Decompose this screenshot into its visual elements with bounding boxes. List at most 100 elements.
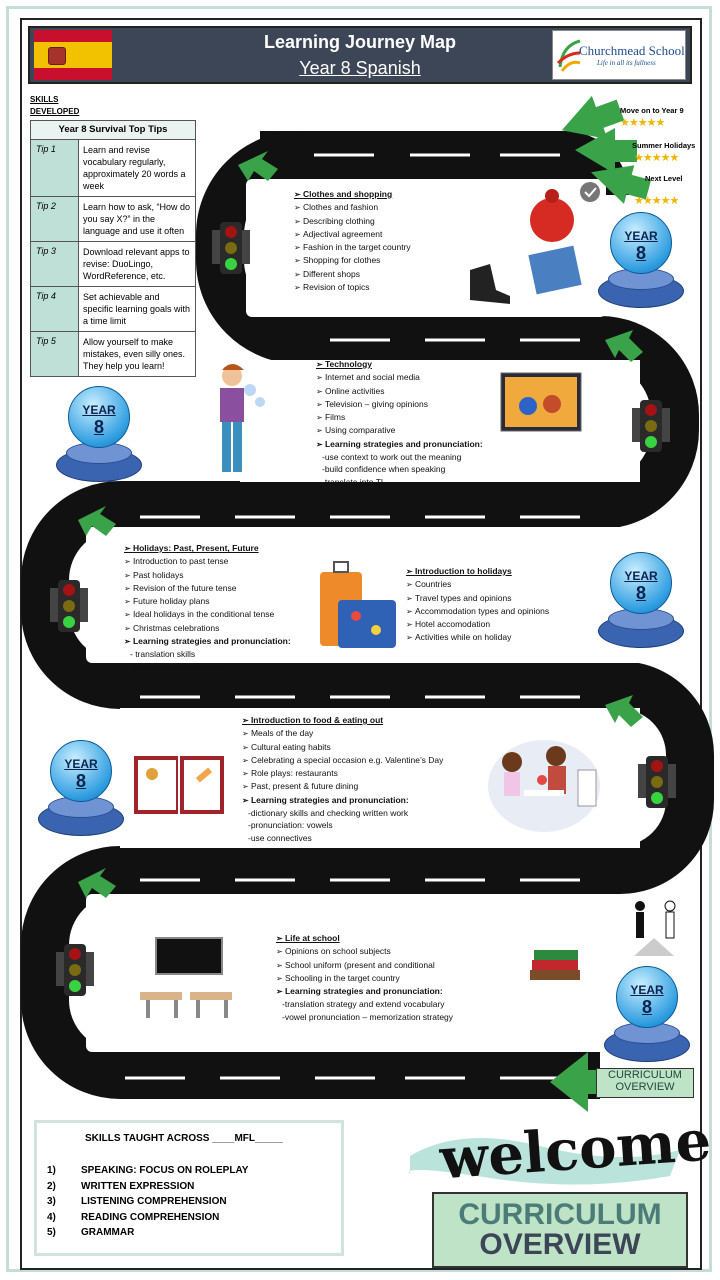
- strategy-item: -use context to work out the meaning: [322, 452, 462, 463]
- boy-phone-illustration: [220, 364, 265, 472]
- co-big-line2: OVERVIEW: [479, 1228, 641, 1261]
- menu-illustration: [134, 756, 224, 814]
- tip-text: Allow yourself to make mistakes, even si…: [83, 337, 186, 371]
- curriculum-overview-small: CURRICULUM OVERVIEW: [596, 1068, 694, 1098]
- unit-item: Meals of the day: [242, 727, 443, 740]
- tip-text: Learn and revise vocabulary regularly, a…: [83, 145, 186, 191]
- traffic-light-icon: [638, 756, 676, 808]
- skills-developed-label: SKILLS DEVELOPED: [30, 95, 80, 116]
- tip-label: Tip 4: [31, 287, 79, 331]
- unit-item: Celebrating a special occasion e.g. Vale…: [242, 754, 443, 767]
- unit-item: Describing clothing: [294, 215, 411, 228]
- traffic-light-icon: [212, 222, 250, 274]
- unit-item: Future holiday plans: [124, 595, 291, 608]
- strategy-item: -use connectives: [248, 832, 312, 843]
- strategies-heading: Learning strategies and pronunciation:: [124, 635, 291, 648]
- unit-item: Christmas celebrations: [124, 622, 291, 635]
- milestone-next-level: Next Level: [645, 174, 683, 183]
- tip-label: Tip 5: [31, 332, 79, 376]
- skill-item: 5)GRAMMAR: [47, 1227, 135, 1238]
- school-name: Churchmead School: [579, 43, 685, 58]
- stars-icon: ★★★★★: [634, 195, 679, 207]
- strategy-item: -translate into TL: [322, 476, 386, 487]
- welcome-splash: [409, 1138, 680, 1185]
- unit-item: Clothes and fashion: [294, 201, 411, 214]
- skill-item: 1)SPEAKING: FOCUS ON ROLEPLAY: [47, 1165, 249, 1176]
- unit-heading: Technology: [316, 358, 483, 371]
- unit-heading: Introduction to holidays: [406, 565, 549, 578]
- unit-item: Cultural eating habits: [242, 741, 443, 754]
- unit-heading: Holidays: Past, Present, Future: [124, 542, 291, 555]
- badge-year: YEAR: [82, 403, 116, 417]
- unit-item: Adjectival agreement: [294, 228, 411, 241]
- unit-item: Television – giving opinions: [316, 398, 483, 411]
- badge-year: YEAR: [624, 229, 658, 243]
- skill-item: 4)READING COMPREHENSION: [47, 1211, 220, 1223]
- badge-year: YEAR: [64, 757, 98, 771]
- unit-item: Shopping for clothes: [294, 254, 411, 267]
- arrow-icon: [561, 95, 625, 140]
- badge-number: 8: [93, 417, 104, 437]
- unit-item: Past holidays: [124, 569, 291, 582]
- school-motto: Life in all its fullness: [597, 59, 656, 67]
- unit-item: Hotel accomodation: [406, 618, 549, 631]
- strategies-heading: Learning strategies and pronunciation:: [316, 438, 483, 451]
- tip-label: Tip 2: [31, 197, 79, 241]
- tip-text: Download relevant apps to revise: DuoLin…: [83, 247, 190, 281]
- spain-flag-icon: [34, 30, 112, 80]
- unit-heading: Introduction to food & eating out: [242, 714, 443, 727]
- curriculum-overview-big: CURRICULUM OVERVIEW: [432, 1192, 688, 1268]
- luggage-illustration: [320, 561, 396, 648]
- skills-taught-box: SKILLS TAUGHT ACROSS ____MFL_____ 1)SPEA…: [34, 1120, 344, 1256]
- badge-year: YEAR: [630, 983, 664, 997]
- skill-item: 3)LISTENING COMPREHENSION: [47, 1196, 227, 1207]
- unit-item: Revision of topics: [294, 281, 411, 294]
- books-illustration: [530, 950, 580, 980]
- unit-clothes: Clothes and shopping Clothes and fashion…: [294, 188, 411, 294]
- arrow-icon: [78, 868, 116, 898]
- unit-item: Ideal holidays in the conditional tense: [124, 608, 291, 621]
- badge-number: 8: [635, 243, 646, 263]
- badge-number: 8: [75, 771, 86, 791]
- unit-item: Activities while on holiday: [406, 631, 549, 644]
- unit-item: Films: [316, 411, 483, 424]
- strategy-item: -understand complex text: [130, 661, 226, 672]
- restaurant-illustration: [488, 740, 600, 832]
- badge-number: 8: [641, 997, 652, 1017]
- unit-item: Accommodation types and opinions: [406, 605, 549, 618]
- strategy-item: -translation strategy and extend vocabul…: [282, 999, 445, 1010]
- unit-heading: Life at school: [276, 932, 453, 945]
- unit-item: Introduction to past tense: [124, 555, 291, 568]
- unit-heading: Clothes and shopping: [294, 188, 411, 201]
- strategies-heading: Learning strategies and pronunciation:: [242, 794, 443, 807]
- unit-holidays: Holidays: Past, Present, Future Introduc…: [124, 542, 291, 673]
- unit-item: Online activities: [316, 385, 483, 398]
- inner-frame: [20, 18, 702, 1270]
- traffic-light-icon: [56, 944, 94, 996]
- co-line2: OVERVIEW: [615, 1081, 675, 1093]
- traffic-light-icon: [50, 580, 88, 632]
- arrow-icon: [238, 151, 278, 181]
- milestone-move-on: Move on to Year 9: [620, 106, 684, 115]
- arrow-icon: [605, 330, 643, 362]
- page-title: Learning Journey Map: [263, 32, 457, 52]
- arrow-icon: [591, 165, 652, 204]
- unit-item: Internet and social media: [316, 371, 483, 384]
- strategy-item: -dictionary skills and checking written …: [248, 808, 409, 819]
- tips-title: Year 8 Survival Top Tips: [31, 121, 195, 140]
- tip-text: Learn how to ask, “How do you say X?” in…: [83, 202, 191, 236]
- unit-item: School uniform (present and conditional: [276, 959, 453, 972]
- milestone-summer: Summer Holidays: [632, 141, 696, 150]
- unit-item: Travel types and opinions: [406, 592, 549, 605]
- school-logo-icon: [556, 39, 581, 72]
- classroom-illustration: [140, 937, 232, 1018]
- unit-item: Schooling in the target country: [276, 972, 453, 985]
